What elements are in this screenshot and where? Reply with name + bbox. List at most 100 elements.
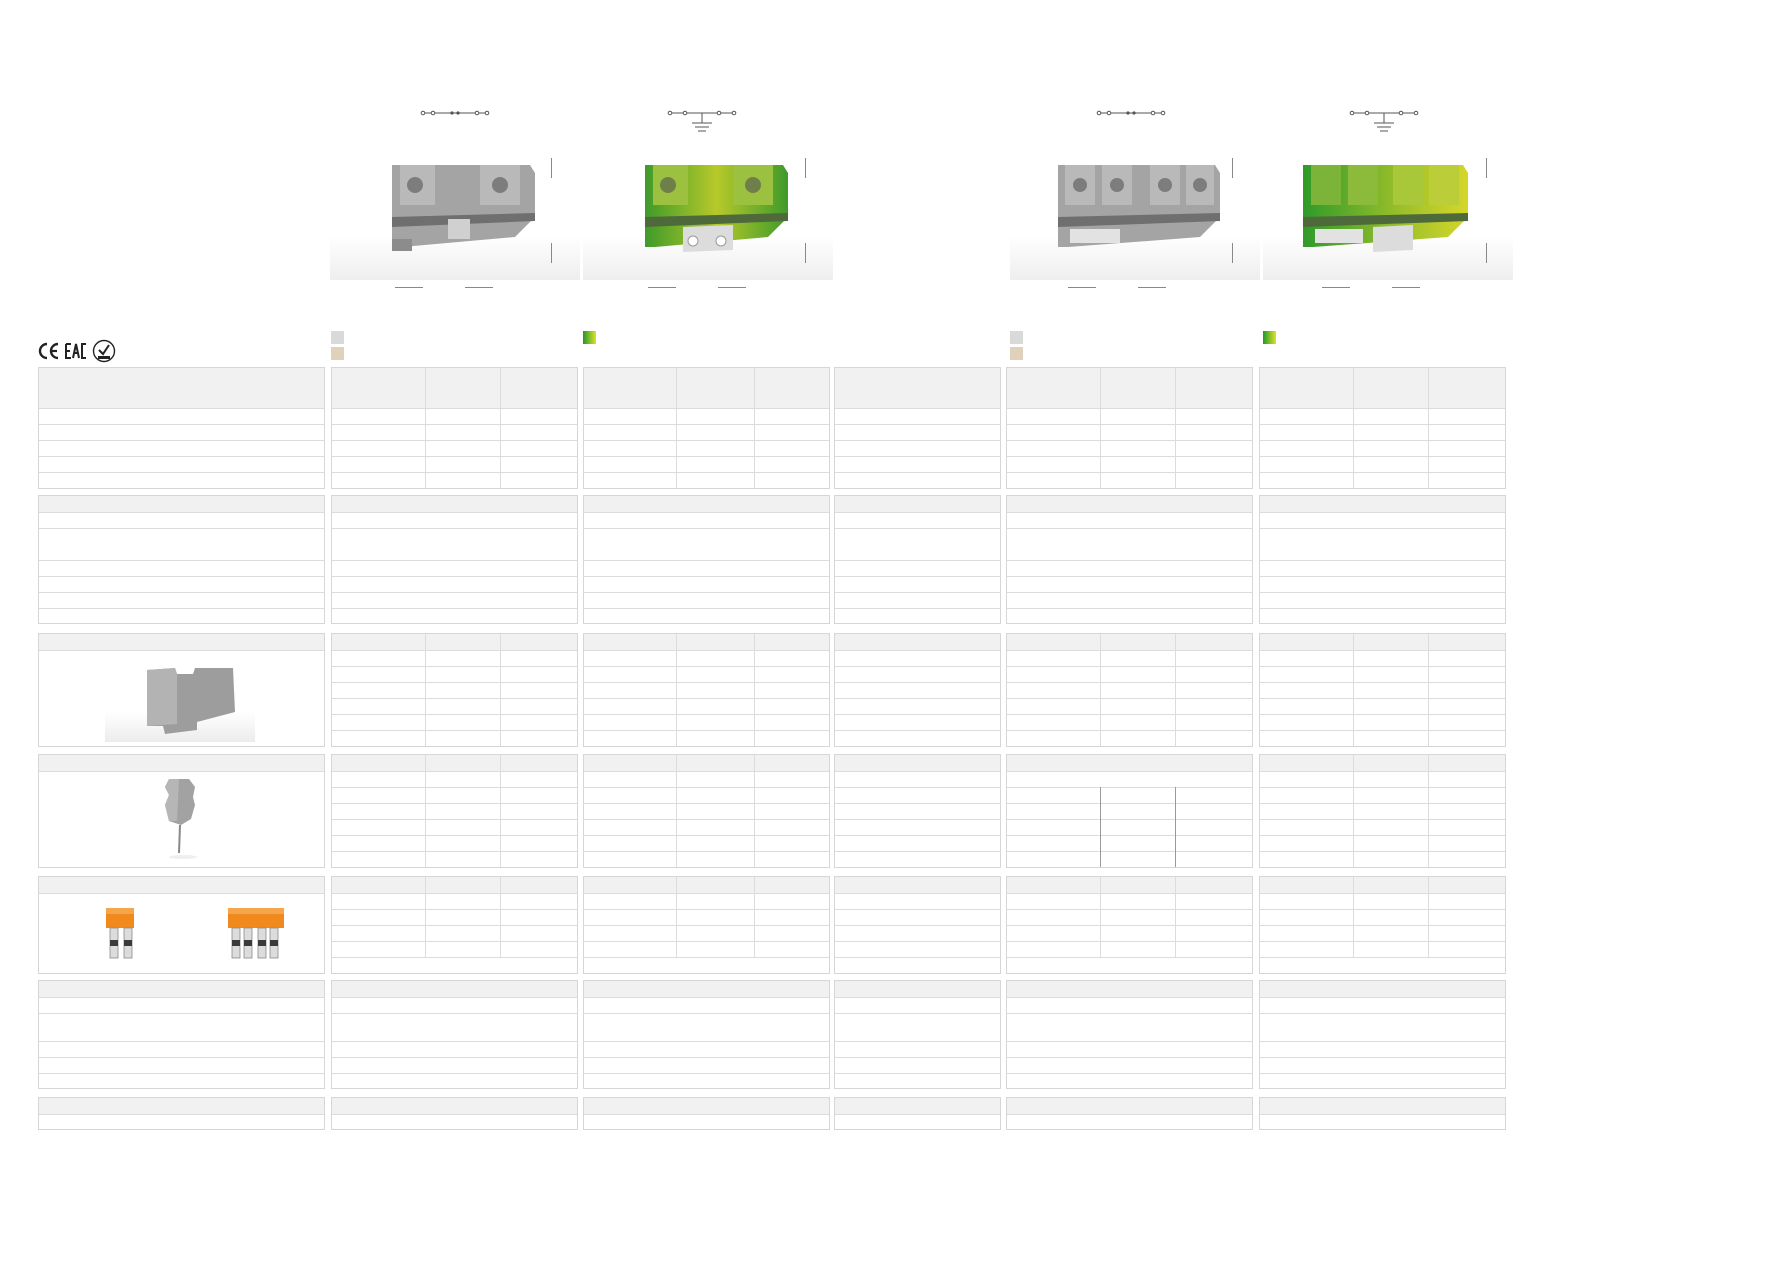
table-row-divider xyxy=(835,608,1000,609)
table-row-divider xyxy=(584,1073,829,1074)
table-header-band xyxy=(332,368,577,408)
connection-data-section-label-column xyxy=(38,495,325,624)
beige-color-swatch xyxy=(331,347,344,360)
table-row-divider xyxy=(584,771,829,772)
table-row-divider xyxy=(1260,787,1505,788)
table-row-divider xyxy=(39,997,324,998)
table-row-divider xyxy=(1260,666,1505,667)
table-row-divider xyxy=(332,608,577,609)
table-header-band xyxy=(584,368,829,408)
table-row-divider xyxy=(835,714,1000,715)
table-row-divider xyxy=(39,528,324,529)
table-row-divider xyxy=(332,1013,577,1014)
table-row-divider xyxy=(1260,440,1505,441)
table-header-band xyxy=(1260,877,1505,893)
table-row-divider xyxy=(835,893,1000,894)
table-row-divider xyxy=(835,1057,1000,1058)
table-row-divider xyxy=(332,512,577,513)
terminal-block-grey-4-point-image xyxy=(1010,165,1260,280)
table-column-divider xyxy=(754,877,755,957)
table-column-divider xyxy=(1100,634,1101,746)
table-header-band xyxy=(584,755,829,771)
table-row-divider xyxy=(835,666,1000,667)
table-row-divider xyxy=(1007,714,1252,715)
table-row-divider xyxy=(39,472,324,473)
table-column-divider xyxy=(1100,877,1101,957)
table-row-divider xyxy=(332,666,577,667)
table-row-divider xyxy=(835,528,1000,529)
table-row-divider xyxy=(835,592,1000,593)
table-row-divider xyxy=(332,592,577,593)
table-column-divider xyxy=(425,877,426,957)
general-data-section-label-column xyxy=(38,980,325,1089)
table-row-divider xyxy=(1007,1041,1252,1042)
table-row-divider xyxy=(584,1013,829,1014)
table-row-divider xyxy=(332,925,577,926)
terminal-block-grey-image xyxy=(330,165,580,280)
table-row-divider xyxy=(1007,771,1252,772)
table-column-divider xyxy=(1100,787,1101,867)
table-row-divider xyxy=(332,408,577,409)
table-header-band xyxy=(1260,981,1505,997)
table-row-divider xyxy=(1260,472,1505,473)
table-row-divider xyxy=(332,851,577,852)
approvals-section-product-1-column xyxy=(331,1097,578,1130)
table-row-divider xyxy=(39,1041,324,1042)
grey-color-swatch xyxy=(1010,331,1023,344)
table-row-divider xyxy=(1260,698,1505,699)
jumper-section-product-extra-column xyxy=(834,876,1001,974)
table-column-divider xyxy=(754,634,755,746)
jumper-section-product-2-column xyxy=(583,876,830,974)
table-row-divider xyxy=(1007,803,1252,804)
table-row-divider xyxy=(1260,650,1505,651)
table-row-divider xyxy=(584,803,829,804)
end-plate-section-product-2-column xyxy=(583,633,830,747)
beige-color-swatch xyxy=(1010,347,1023,360)
table-row-divider xyxy=(1007,440,1252,441)
table-row-divider xyxy=(332,682,577,683)
grey-color-swatch xyxy=(331,331,344,344)
width-dimension-line xyxy=(465,287,493,288)
table-row-divider xyxy=(1007,851,1252,852)
table-row-divider xyxy=(332,909,577,910)
table-row-divider xyxy=(584,997,829,998)
table-row-divider xyxy=(1007,925,1252,926)
terminal-block-green-yellow-image xyxy=(583,165,833,280)
table-row-divider xyxy=(39,440,324,441)
table-header-band xyxy=(39,634,324,650)
width-dimension-line xyxy=(1392,287,1420,288)
table-row-divider xyxy=(835,456,1000,457)
connection-data-section-product-2-column xyxy=(583,495,830,624)
table-row-divider xyxy=(1007,1114,1252,1115)
table-row-divider xyxy=(584,909,829,910)
table-header-band xyxy=(332,1098,577,1114)
jumper-section-product-1-column xyxy=(331,876,578,974)
table-row-divider xyxy=(835,650,1000,651)
table-row-divider xyxy=(835,730,1000,731)
table-row-divider xyxy=(835,957,1000,958)
table-header-band xyxy=(584,981,829,997)
table-row-divider xyxy=(835,835,1000,836)
connection-data-section-product-1-column xyxy=(331,495,578,624)
table-header-band xyxy=(835,1098,1000,1114)
table-row-divider xyxy=(332,440,577,441)
table-column-divider xyxy=(1175,634,1176,746)
end-plate-image xyxy=(105,668,255,742)
table-row-divider xyxy=(1260,682,1505,683)
table-row-divider xyxy=(332,714,577,715)
table-row-divider xyxy=(584,528,829,529)
table-row-divider xyxy=(584,682,829,683)
table-row-divider xyxy=(39,1013,324,1014)
table-row-divider xyxy=(1007,997,1252,998)
general-data-section-product-4-column xyxy=(1259,980,1506,1089)
table-row-divider xyxy=(1007,893,1252,894)
feed-through-symbol-icon xyxy=(1096,110,1166,116)
table-row-divider xyxy=(39,650,324,651)
table-header-band xyxy=(39,981,324,997)
table-row-divider xyxy=(1007,1013,1252,1014)
table-row-divider xyxy=(39,456,324,457)
table-row-divider xyxy=(332,528,577,529)
table-row-divider xyxy=(332,787,577,788)
table-row-divider xyxy=(584,440,829,441)
table-row-divider xyxy=(584,608,829,609)
